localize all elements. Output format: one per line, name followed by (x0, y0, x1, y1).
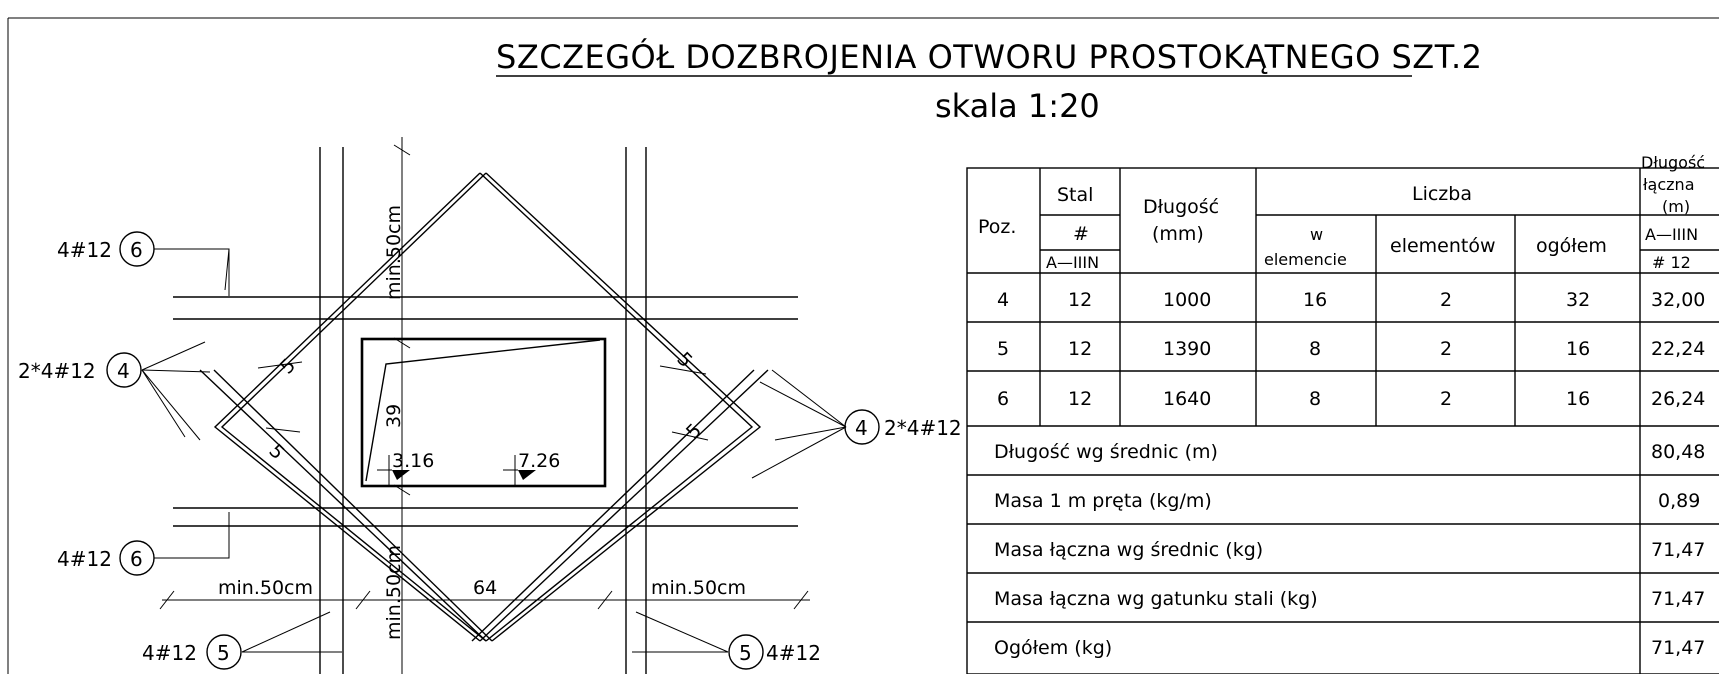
diagonal-bars (199, 172, 769, 642)
svg-text:26,24: 26,24 (1651, 388, 1705, 410)
callout-bot-right-5: 5 4#12 (728, 634, 821, 670)
th-dl-grade: A—IIIN (1645, 225, 1698, 244)
summary-row: Masa 1 m pręta (kg/m) 0,89 (994, 490, 1700, 512)
svg-text:32: 32 (1566, 289, 1590, 311)
svg-text:Masa łączna wg gatunku stali (: Masa łączna wg gatunku stali (kg) (994, 588, 1318, 610)
th-mm: (mm) (1152, 223, 1204, 245)
svg-text:4: 4 (117, 359, 130, 383)
summary-row: Masa łączna wg średnic (kg) 71,47 (994, 539, 1705, 561)
callout-bot-left-5: 5 4#12 (142, 634, 242, 670)
svg-text:16: 16 (1566, 338, 1590, 360)
svg-text:4#12: 4#12 (57, 238, 112, 262)
th-elemencie: elemencie (1264, 250, 1347, 269)
svg-text:5: 5 (997, 338, 1009, 360)
th-elementow: elementów (1390, 235, 1496, 257)
th-stal: Stal (1057, 184, 1093, 206)
svg-text:0,89: 0,89 (1658, 490, 1700, 512)
steel-table: Poz. Stal # A—IIIN Długość (mm) Liczba w… (966, 153, 1719, 674)
svg-text:6: 6 (130, 238, 143, 262)
th-dl-laczna-3: (m) (1662, 197, 1690, 216)
table-row: 6 12 1640 8 2 16 26,24 (997, 388, 1705, 410)
th-dl-laczna-2: łączna (1643, 175, 1695, 194)
svg-text:2: 2 (1440, 388, 1452, 410)
svg-text:5: 5 (739, 641, 752, 665)
th-dlugosc: Długość (1143, 196, 1219, 218)
svg-text:4#12: 4#12 (57, 547, 112, 571)
table-row: 4 12 1000 16 2 32 32,00 (997, 289, 1705, 311)
svg-text:4: 4 (997, 289, 1009, 311)
dim-opening-height: 39 (383, 404, 405, 428)
svg-text:Długość wg średnic (m): Długość wg średnic (m) (994, 441, 1218, 463)
diag-dim-4: 5 (682, 419, 706, 443)
svg-text:Masa 1 m pręta (kg/m): Masa 1 m pręta (kg/m) (994, 490, 1212, 512)
svg-text:80,48: 80,48 (1651, 441, 1705, 463)
dim-min-right: min.50cm (651, 577, 746, 599)
svg-text:5: 5 (217, 641, 230, 665)
horizontal-bars (173, 296, 798, 527)
callout-bottom-left: 6 4#12 (57, 540, 155, 576)
svg-text:4#12: 4#12 (766, 641, 821, 665)
vertical-bars (319, 147, 647, 674)
rebar-plan: min.50cm 39 min.50cm min.50cm 64 min.50c… (18, 137, 962, 674)
opening-hatch-line (365, 339, 601, 482)
svg-text:Masa łączna wg średnic (kg): Masa łączna wg średnic (kg) (994, 539, 1263, 561)
drawing-scale: skala 1:20 (935, 87, 1100, 125)
svg-text:12: 12 (1068, 338, 1092, 360)
svg-text:8: 8 (1309, 338, 1321, 360)
svg-text:2*4#12: 2*4#12 (18, 359, 96, 383)
level-mark-left: 3.16 (377, 450, 434, 486)
svg-text:32,00: 32,00 (1651, 289, 1705, 311)
svg-text:16: 16 (1566, 388, 1590, 410)
th-hash: # (1073, 223, 1089, 245)
svg-text:71,47: 71,47 (1651, 588, 1705, 610)
svg-text:71,47: 71,47 (1651, 637, 1705, 659)
th-grade: A—IIIN (1046, 253, 1099, 272)
svg-text:1640: 1640 (1163, 388, 1211, 410)
svg-text:3.16: 3.16 (392, 450, 434, 472)
th-poz: Poz. (978, 216, 1016, 238)
th-liczba: Liczba (1412, 183, 1472, 205)
svg-text:1390: 1390 (1163, 338, 1211, 360)
svg-text:6: 6 (997, 388, 1009, 410)
summary-row: Długość wg średnic (m) 80,48 (994, 441, 1705, 463)
svg-text:2: 2 (1440, 289, 1452, 311)
dim-min-left: min.50cm (218, 577, 313, 599)
th-w: w (1310, 225, 1323, 244)
dim-min-top: min.50cm (383, 205, 405, 300)
svg-text:71,47: 71,47 (1651, 539, 1705, 561)
summary-row: Ogółem (kg) 71,47 (994, 637, 1705, 659)
svg-text:4: 4 (855, 416, 868, 440)
callout-mid-left: 4 2*4#12 (18, 352, 142, 388)
svg-text:4#12: 4#12 (142, 641, 197, 665)
svg-text:22,24: 22,24 (1651, 338, 1705, 360)
th-dl-diam: # 12 (1652, 253, 1691, 272)
dim-opening-width: 64 (473, 577, 497, 599)
svg-text:6: 6 (130, 547, 143, 571)
diag-dim-1: 5 (276, 354, 300, 378)
svg-text:12: 12 (1068, 289, 1092, 311)
table-row: 5 12 1390 8 2 16 22,24 (997, 338, 1705, 360)
th-ogolem: ogółem (1536, 235, 1607, 257)
opening-outline (360, 337, 607, 488)
drawing-title: SZCZEGÓŁ DOZBROJENIA OTWORU PROSTOKĄTNEG… (496, 37, 1483, 76)
svg-text:2: 2 (1440, 338, 1452, 360)
callout-top-left: 6 4#12 (57, 231, 155, 267)
summary-row: Masa łączna wg gatunku stali (kg) 71,47 (994, 588, 1705, 610)
svg-text:16: 16 (1303, 289, 1327, 311)
svg-text:12: 12 (1068, 388, 1092, 410)
svg-text:1000: 1000 (1163, 289, 1211, 311)
svg-text:7.26: 7.26 (518, 450, 560, 472)
svg-text:8: 8 (1309, 388, 1321, 410)
th-dl-laczna-1: Długość (1641, 153, 1705, 172)
level-mark-right: 7.26 (503, 450, 560, 486)
dim-min-bottom: min.50cm (383, 545, 405, 640)
svg-text:Ogółem (kg): Ogółem (kg) (994, 637, 1112, 659)
diag-dim-2: 5 (264, 440, 288, 464)
callout-mid-right: 4 2*4#12 (844, 409, 962, 445)
svg-text:2*4#12: 2*4#12 (884, 416, 962, 440)
